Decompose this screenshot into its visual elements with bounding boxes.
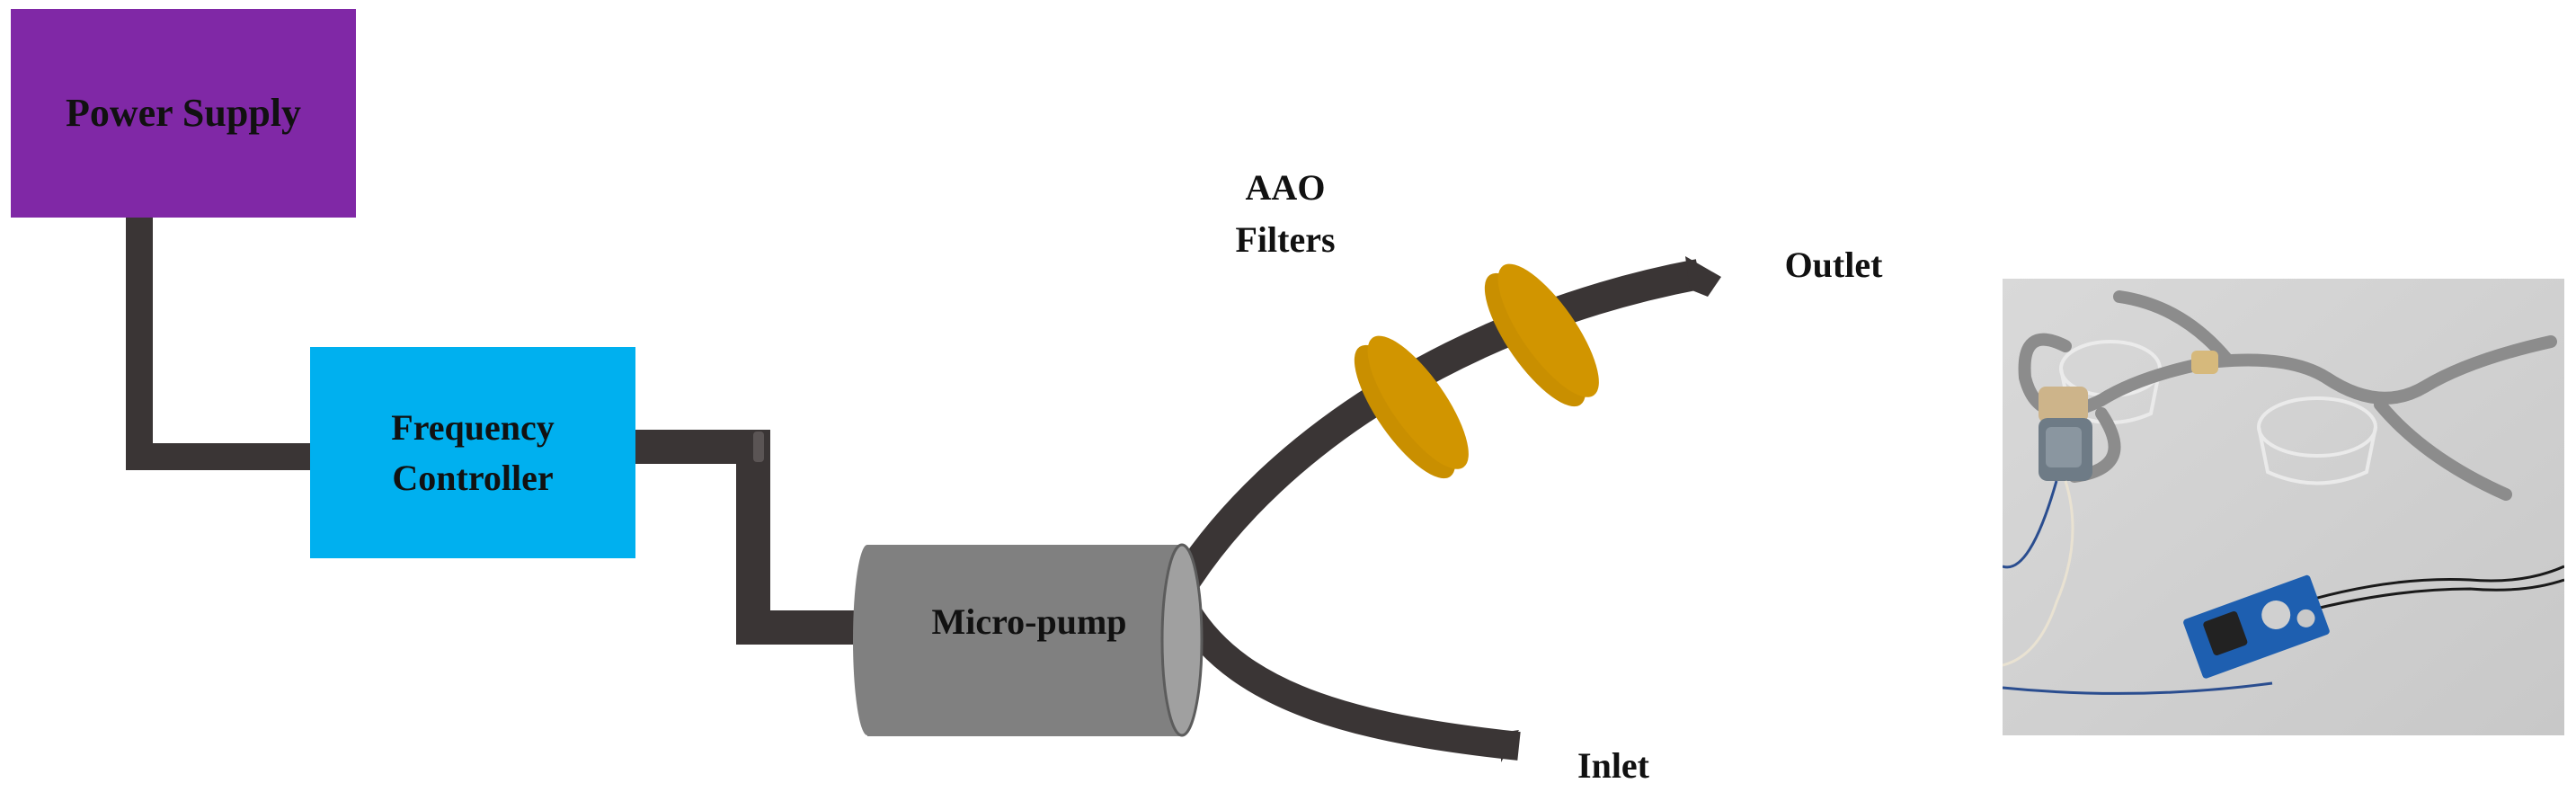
photo-pump bbox=[2039, 387, 2092, 481]
frequency-controller-block: Frequency Controller bbox=[310, 347, 635, 558]
photo-board bbox=[2183, 574, 2330, 679]
aao-filter-1 bbox=[1354, 335, 1469, 479]
outlet-label: Outlet bbox=[1784, 245, 1883, 285]
inlet-tube bbox=[1174, 603, 1521, 761]
inlet-tube-tip bbox=[1501, 730, 1519, 762]
beaker-right bbox=[2257, 396, 2377, 485]
cable-connector-end bbox=[753, 432, 764, 462]
micro-pump bbox=[853, 543, 1204, 737]
power-cable bbox=[126, 216, 310, 470]
aao-filter-2 bbox=[1484, 263, 1599, 407]
outlet-tube-tip bbox=[1685, 256, 1721, 297]
power-supply-label: Power Supply bbox=[65, 91, 302, 136]
micro-pump-label: Micro-pump bbox=[931, 601, 1127, 642]
photo-filter bbox=[2191, 351, 2218, 374]
photo-wires bbox=[2003, 480, 2564, 695]
power-supply-block: Power Supply bbox=[11, 9, 356, 218]
filters-label: AAO Filters bbox=[1235, 167, 1336, 260]
setup-photo bbox=[2003, 279, 2564, 735]
inlet-label: Inlet bbox=[1577, 745, 1649, 786]
controller-cable bbox=[629, 430, 867, 645]
frequency-controller-label: Frequency Controller bbox=[391, 406, 555, 498]
